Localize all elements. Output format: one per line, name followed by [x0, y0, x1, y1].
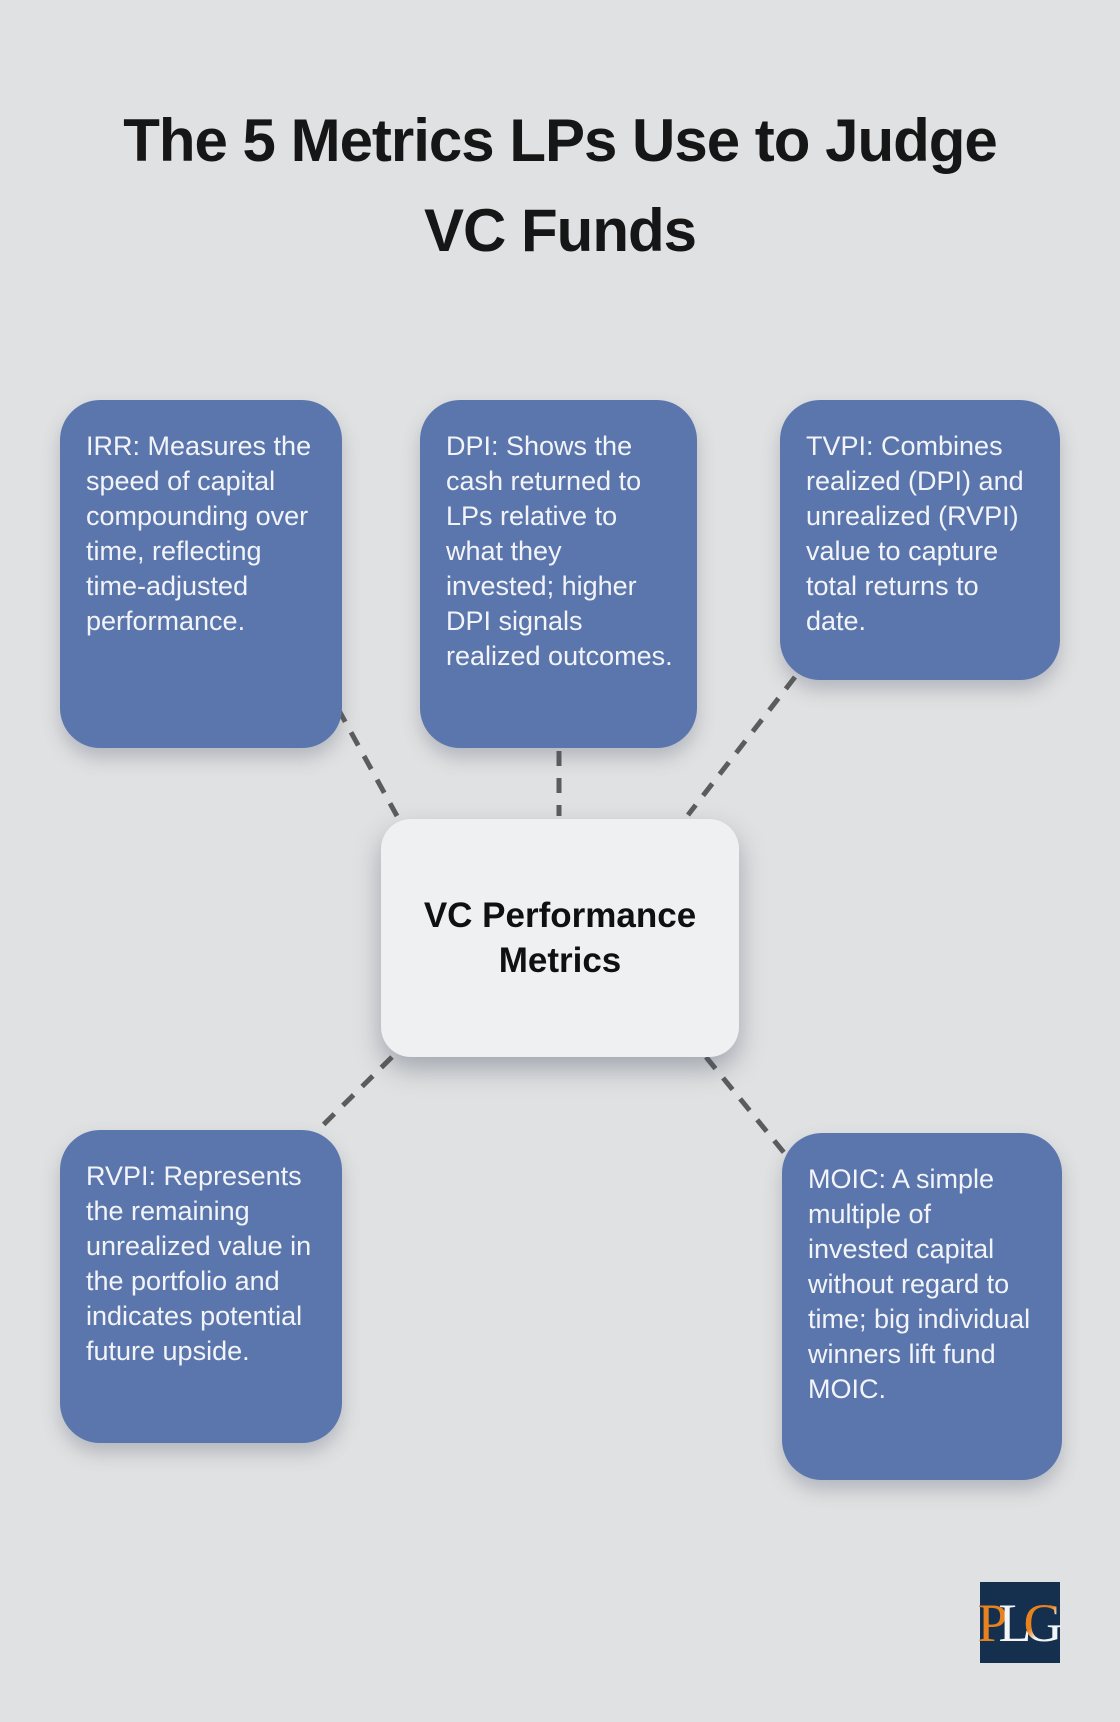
- metric-card-dpi-text: DPI: Shows the cash returned to LPs rela…: [446, 431, 673, 671]
- metric-card-moic-text: MOIC: A simple multiple of invested capi…: [808, 1164, 1031, 1404]
- page-title-line1: The 5 Metrics LPs Use to Judge: [123, 107, 998, 174]
- connector-tvpi-center: [686, 675, 797, 817]
- plg-logo-letter-l: L: [998, 1592, 1032, 1653]
- metric-card-moic: MOIC: A simple multiple of invested capi…: [782, 1133, 1062, 1480]
- metric-card-rvpi-text: RVPI: Represents the remaining unrealize…: [86, 1161, 312, 1366]
- center-node-label: VC Performance Metrics: [423, 896, 697, 980]
- connector-center-rvpi: [314, 1055, 394, 1134]
- page-title: The 5 Metrics LPs Use to Judge VC Funds: [0, 96, 1120, 276]
- plg-logo: P L G: [977, 1582, 1063, 1663]
- metric-card-tvpi: TVPI: Combines realized (DPI) and unreal…: [780, 400, 1060, 680]
- metric-card-rvpi: RVPI: Represents the remaining unrealize…: [60, 1130, 342, 1443]
- connector-center-moic: [704, 1055, 792, 1162]
- center-node: VC Performance Metrics: [381, 819, 739, 1057]
- metric-card-irr: IRR: Measures the speed of capital compo…: [60, 400, 342, 748]
- plg-logo-letter-g: G: [1023, 1592, 1063, 1653]
- metric-card-tvpi-text: TVPI: Combines realized (DPI) and unreal…: [806, 431, 1024, 636]
- metric-card-dpi: DPI: Shows the cash returned to LPs rela…: [420, 400, 697, 748]
- plg-logo-letter-p: P: [977, 1592, 1008, 1653]
- metric-card-irr-text: IRR: Measures the speed of capital compo…: [86, 431, 312, 636]
- page-title-line2: VC Funds: [424, 197, 697, 264]
